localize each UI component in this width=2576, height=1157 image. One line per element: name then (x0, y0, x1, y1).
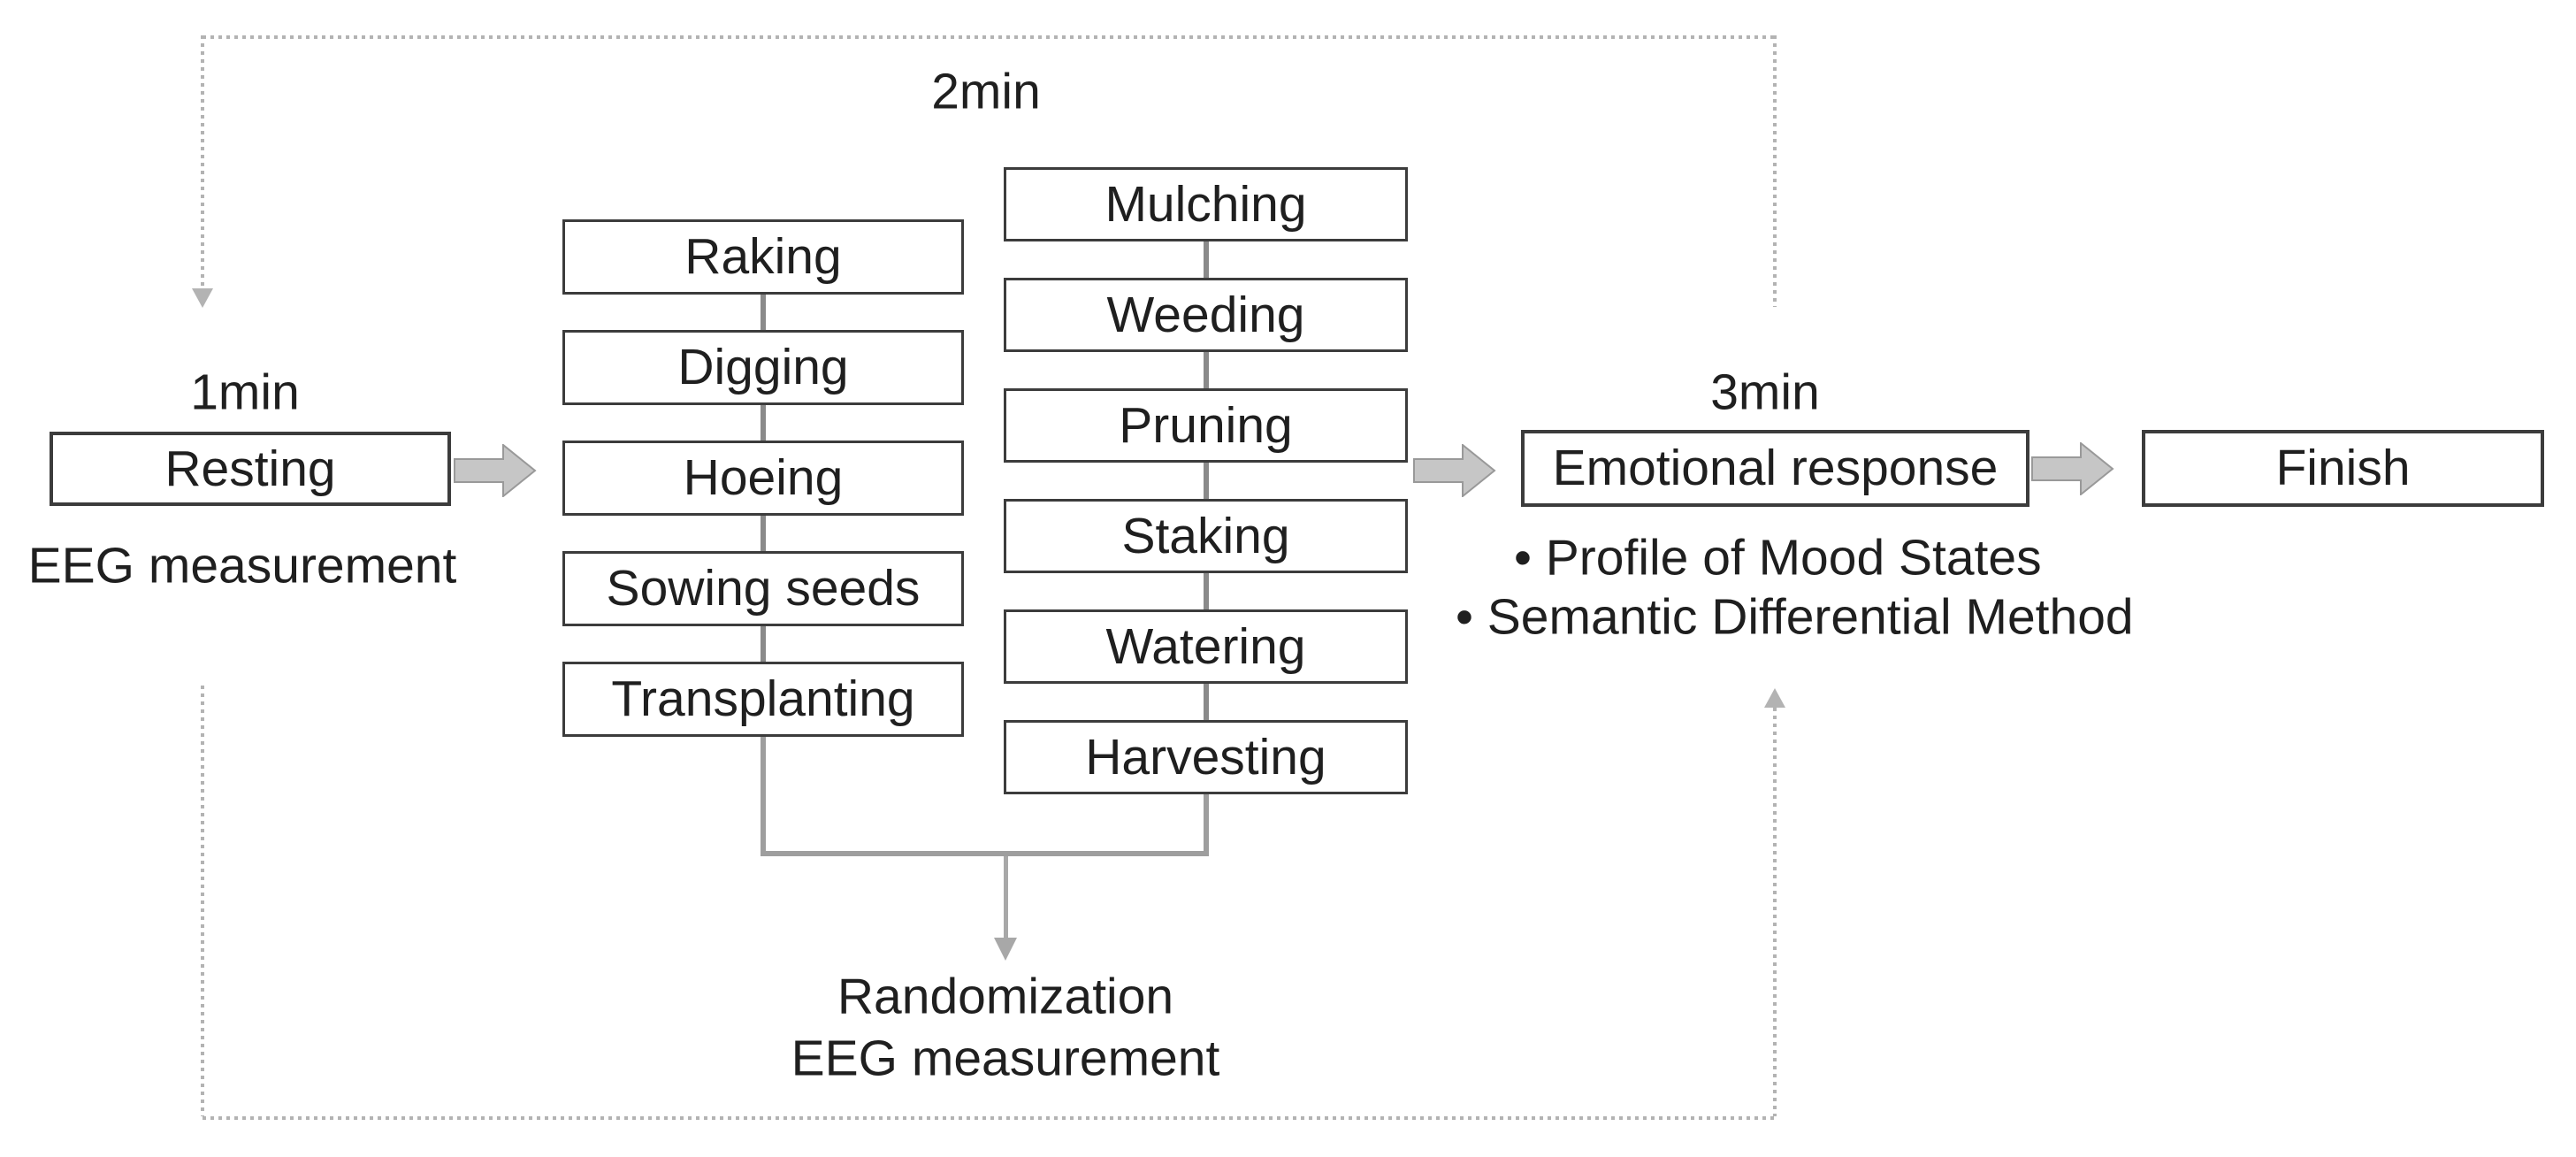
node-pruning: Pruning (1004, 388, 1408, 463)
dashed-loop-left-bottom-line (201, 686, 204, 1116)
connector-weeding-pruning (1204, 352, 1209, 388)
flow-arrow-resting-to-tasks-icon (454, 444, 537, 497)
dashed-loop-right-bottom-line (1773, 708, 1777, 1116)
merge-line-from-harvesting (1204, 794, 1209, 854)
connector-pruning-staking (1204, 463, 1209, 499)
label-2min: 2min (931, 63, 1041, 120)
dashed-loop-down-arrowhead-icon (192, 288, 213, 308)
node-staking: Staking (1004, 499, 1408, 573)
node-watering: Watering (1004, 609, 1408, 684)
merge-horizontal-line (761, 851, 1209, 856)
node-sowing-seeds: Sowing seeds (562, 551, 964, 626)
flow-arrow-tasks-to-emotional-icon (1413, 444, 1496, 497)
node-harvesting: Harvesting (1004, 720, 1408, 794)
label-bullet-semantic-differential-method: • Semantic Differential Method (1456, 588, 2134, 646)
dashed-loop-top-line (203, 35, 1777, 39)
merge-line-from-transplanting (761, 737, 766, 854)
connector-staking-watering (1204, 573, 1209, 609)
dashed-loop-up-arrowhead-icon (1764, 688, 1785, 708)
node-resting: Resting (50, 432, 451, 506)
dashed-loop-bottom-line (203, 1116, 1777, 1120)
label-randomization: Randomization (837, 968, 1174, 1025)
node-finish: Finish (2142, 430, 2544, 507)
connector-hoeing-sowing (761, 516, 766, 551)
node-emotional-response: Emotional response (1521, 430, 2029, 507)
connector-mulching-weeding (1204, 241, 1209, 278)
randomization-arrow-line (1004, 856, 1008, 939)
flow-arrow-emotional-to-finish-icon (2031, 442, 2114, 495)
node-raking: Raking (562, 219, 964, 295)
label-bullet-profile-of-mood-states: • Profile of Mood States (1514, 529, 2042, 586)
connector-sowing-transplanting (761, 626, 766, 662)
node-hoeing: Hoeing (562, 441, 964, 516)
connector-watering-harvesting (1204, 684, 1209, 720)
node-weeding: Weeding (1004, 278, 1408, 352)
label-eeg-measurement-bottom: EEG measurement (791, 1030, 1220, 1087)
node-mulching: Mulching (1004, 167, 1408, 241)
label-1min: 1min (190, 364, 300, 421)
dashed-loop-right-top-line (1773, 35, 1777, 307)
label-eeg-measurement-left: EEG measurement (27, 537, 457, 594)
dashed-loop-left-top-line (201, 35, 204, 288)
node-digging: Digging (562, 330, 964, 405)
connector-raking-digging (761, 295, 766, 330)
randomization-arrowhead-icon (994, 938, 1017, 961)
node-transplanting: Transplanting (562, 662, 964, 737)
connector-digging-hoeing (761, 405, 766, 441)
label-3min: 3min (1710, 364, 1820, 421)
